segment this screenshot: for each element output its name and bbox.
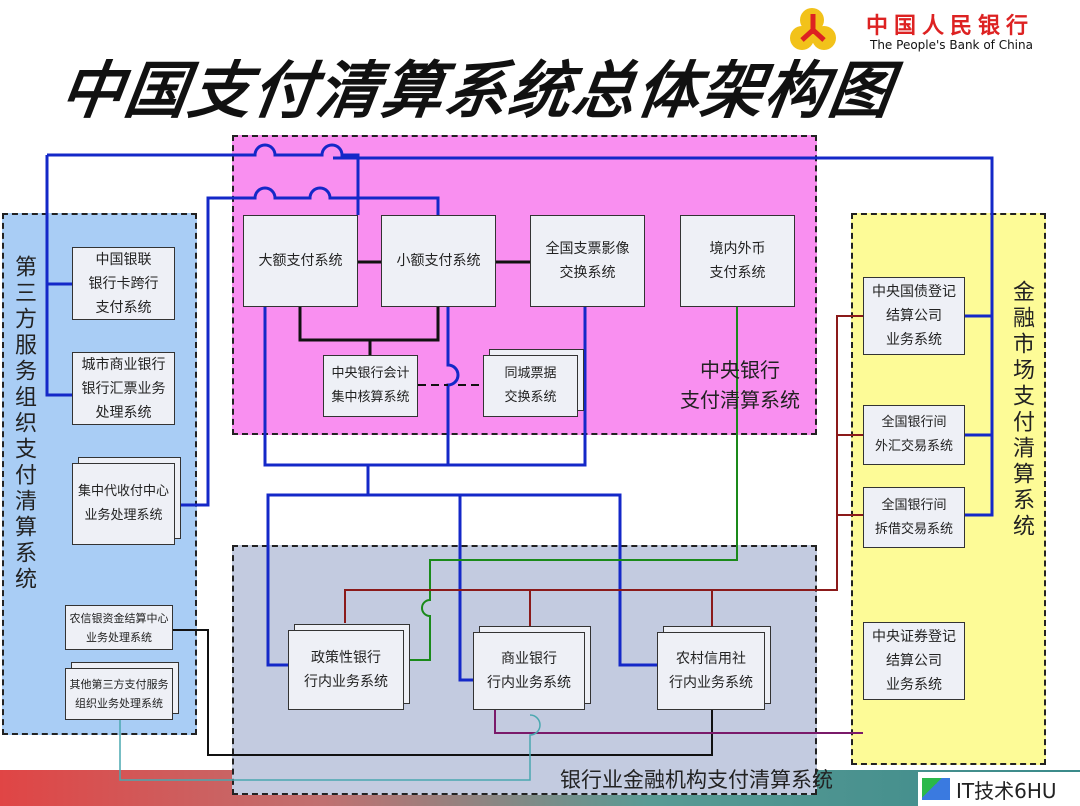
pboc-name-cn: 中国人民银行 — [866, 13, 1035, 39]
city-bank-draft-box[interactable]: 城市商业银行 银行汇票业务 处理系统 — [72, 352, 175, 425]
beps-box[interactable]: 小额支付系统 — [381, 215, 496, 307]
securities-registry-box[interactable]: 中央证券登记 结算公司 业务系统 — [863, 622, 965, 700]
cheque-image-box[interactable]: 全国支票影像 交换系统 — [530, 215, 645, 307]
interbank-lending-box[interactable]: 全国银行间 拆借交易系统 — [863, 487, 965, 548]
third-party-region-label: 第三方服务组织支付清算系统 — [11, 255, 36, 593]
pboc-logo — [790, 4, 860, 56]
watermark-text: IT技术6HU — [956, 778, 1057, 803]
policy-bank-box[interactable]: 政策性银行 行内业务系统 — [288, 630, 404, 710]
watermark: IT技术6HU — [918, 772, 1080, 806]
fx-trading-box[interactable]: 全国银行间 外汇交易系统 — [863, 405, 965, 465]
financial-market-region-label: 金融市场支付清算系统 — [1009, 280, 1034, 540]
line-top-left — [47, 143, 360, 215]
pboc-emblem-icon — [790, 8, 836, 50]
bond-registry-box[interactable]: 中央国债登记 结算公司 业务系统 — [863, 277, 965, 355]
commercial-bank-box[interactable]: 商业银行 行内业务系统 — [473, 632, 585, 710]
city-clearing-box[interactable]: 同城票据 交换系统 — [483, 355, 578, 417]
other-third-party-box[interactable]: 其他第三方支付服务 组织业务处理系统 — [65, 668, 173, 720]
collection-center-box[interactable]: 集中代收付中心 业务处理系统 — [72, 463, 175, 545]
pboc-name-en: The People's Bank of China — [870, 38, 1033, 52]
hvps-box[interactable]: 大额支付系统 — [243, 215, 358, 307]
foreign-currency-box[interactable]: 境内外币 支付系统 — [680, 215, 795, 307]
central-accounting-box[interactable]: 中央银行会计 集中核算系统 — [323, 355, 418, 417]
unionpay-box[interactable]: 中国银联 银行卡跨行 支付系统 — [72, 247, 175, 320]
rural-credit-coop-box[interactable]: 农村信用社 行内业务系统 — [657, 632, 765, 710]
watermark-logo-icon — [922, 778, 950, 800]
banking-region-label: 银行业金融机构支付清算系统 — [560, 768, 833, 792]
central-region-label: 中央银行 支付清算系统 — [680, 358, 800, 412]
rural-credit-center-box[interactable]: 农信银资金结算中心 业务处理系统 — [65, 605, 173, 650]
